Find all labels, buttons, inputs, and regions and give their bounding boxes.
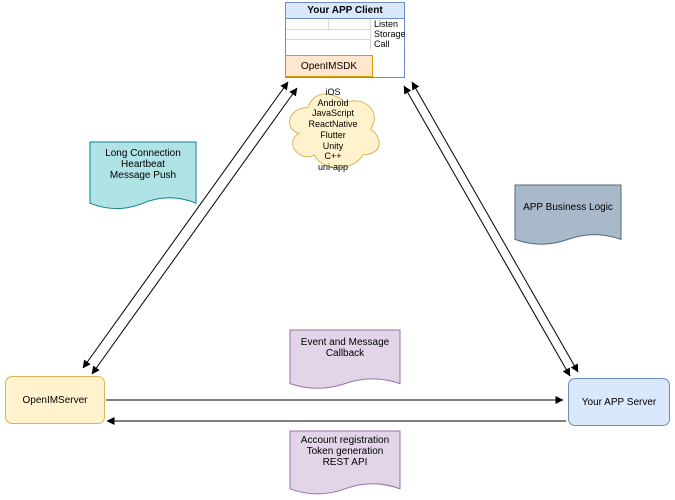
edge-client-appserver-b	[411, 81, 579, 373]
client-body: Listen Storage Call OpenIMSDK	[285, 19, 406, 77]
callout-line: Message Push	[109, 170, 177, 181]
event-callback-callout-shape	[289, 329, 401, 389]
callout-line: REST API	[322, 457, 368, 468]
your-app-server-node: Your APP Server	[568, 378, 670, 426]
platform-uniapp: uni-app	[317, 161, 349, 172]
edge-openimserver-client-a	[82, 81, 289, 369]
callout-line: Event and Message	[300, 337, 390, 348]
platform-android: Android	[317, 97, 349, 108]
platform-cpp: C++	[324, 151, 342, 162]
openimsdk-node: OpenIMSDK	[285, 55, 373, 77]
client-title: Your APP Client	[286, 3, 404, 19]
platforms-cloud-shape	[289, 93, 380, 169]
divider-line	[286, 29, 370, 30]
platform-ios: iOS	[325, 87, 341, 97]
edge-openimserver-client-b	[91, 87, 298, 375]
port-call: Call	[374, 39, 390, 49]
platform-unity: Unity	[322, 140, 344, 151]
divider-line	[370, 19, 371, 49]
callout-line: Long Connection	[105, 148, 181, 159]
platforms-list: iOS Android JavaScript ReactNative Flutt…	[283, 87, 383, 173]
event-callback-label: Event and Message Callback	[290, 337, 400, 359]
callout-line: APP Business Logic	[523, 202, 613, 213]
divider-line	[328, 19, 329, 29]
callout-line: Callback	[325, 348, 365, 359]
platform-flutter: Flutter	[320, 129, 346, 140]
port-storage: Storage	[374, 29, 406, 39]
app-business-logic-callout-shape	[514, 184, 622, 245]
port-listen: Listen	[374, 19, 399, 29]
platform-reactnative: ReactNative	[308, 119, 358, 130]
long-connection-label: Long Connection Heartbeat Message Push	[90, 148, 196, 181]
account-registration-callout-shape	[289, 430, 401, 495]
app-business-logic-label: APP Business Logic	[515, 202, 621, 213]
openimserver-node: OpenIMServer	[5, 376, 105, 424]
your-app-client-node: Your APP Client Listen Storage Call Open…	[285, 2, 406, 78]
long-connection-callout-shape	[89, 141, 197, 210]
callout-line: Heartbeat	[121, 159, 165, 170]
callout-line: Token generation	[306, 446, 384, 457]
divider-line	[286, 39, 370, 40]
account-registration-label: Account registration Token generation RE…	[290, 435, 400, 468]
callout-line: Account registration	[300, 435, 390, 446]
platform-javascript: JavaScript	[311, 108, 355, 119]
